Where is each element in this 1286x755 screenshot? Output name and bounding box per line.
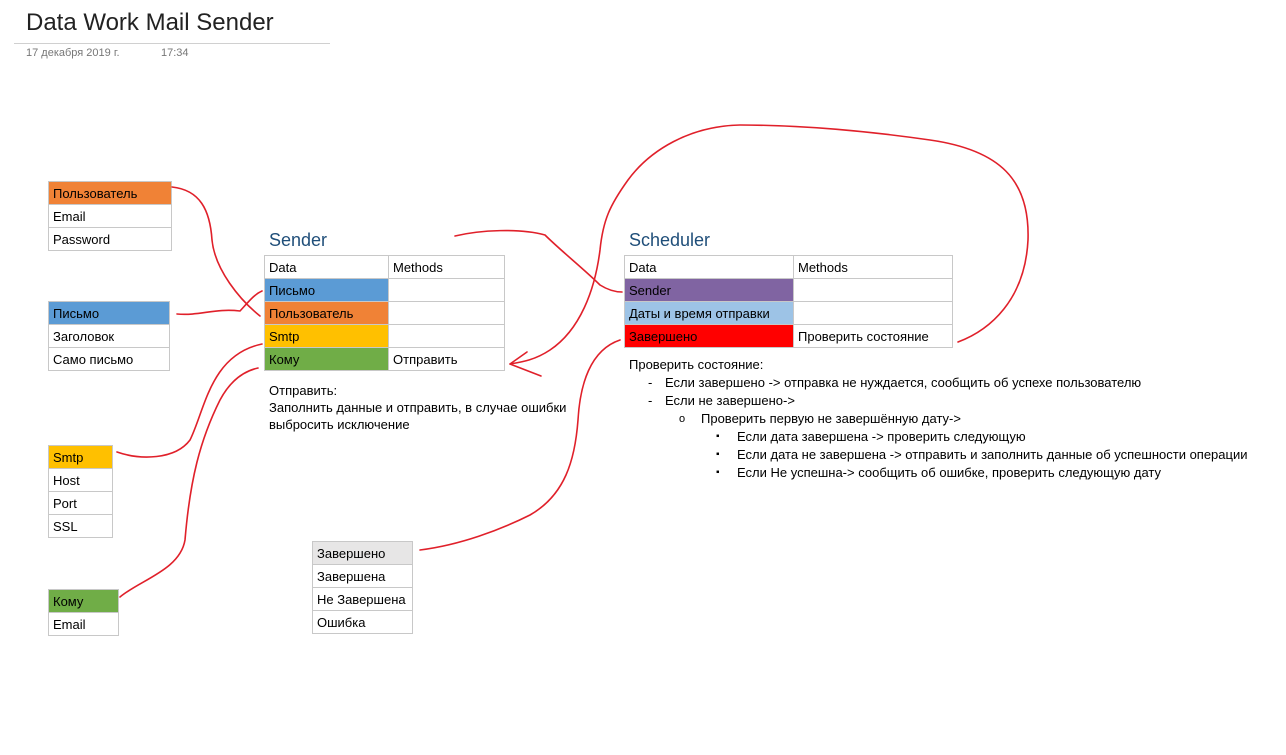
sender-description: Отправить: Заполнить данные и отправить,… [269,382,566,433]
to-box-row: Email [48,612,119,636]
scheduler-method-cell: Проверить состояние [793,324,953,348]
smtp-box-header: Smtp [48,445,113,469]
smtp-box: Smtp Host Port SSL [48,445,113,538]
notes-item: Если завершено -> отправка не нуждается,… [665,375,1142,390]
status-box-header: Завершено [312,541,413,565]
sender-method-cell: Отправить [388,347,505,371]
sender-description-line: Отправить: [269,383,338,398]
status-box-row: Не Завершена [312,587,413,611]
connector-arrowhead [509,351,542,377]
letter-box-row: Заголовок [48,324,170,348]
connector-loop [509,124,1029,365]
page-title: Data Work Mail Sender [26,9,274,36]
scheduler-data-cell: Даты и время отправки [624,301,794,325]
notes-heading: Проверить состояние: [629,357,764,372]
scheduler-col-methods: Methods [793,255,953,279]
title-divider [14,43,330,44]
status-box: Завершено Завершена Не Завершена Ошибка [312,541,413,634]
circle-bullet: o [679,413,686,425]
connector-to [119,367,259,598]
connector-sender-scheduler [454,229,623,293]
sender-heading: Sender [269,230,328,250]
sender-method-cell [388,324,505,348]
dash-bullet: - [648,375,653,390]
status-box-row: Завершена [312,564,413,588]
notes-subsubitem: Если дата не завершена -> отправить и за… [737,447,1248,462]
dash-bullet: - [648,393,653,408]
square-bullet: ▪ [716,449,720,460]
scheduler-data-cell: Завершено [624,324,794,348]
sender-data-cell: Кому [264,347,389,371]
notes-subsubitem: Если дата завершена -> проверить следующ… [737,429,1026,444]
notes-subitem: Проверить первую не завершённую дату-> [701,411,961,426]
connector-user [171,186,261,317]
connector-smtp [116,343,263,458]
connector-letter [176,290,263,316]
square-bullet: ▪ [716,467,720,478]
square-bullet: ▪ [716,431,720,442]
sender-description-line: выбросить исключение [269,417,410,432]
sender-data-cell: Письмо [264,278,389,302]
scheduler-col-data: Data [624,255,794,279]
letter-box-row: Само письмо [48,347,170,371]
sender-data-cell: Smtp [264,324,389,348]
smtp-box-row: SSL [48,514,113,538]
to-box: Кому Email [48,589,119,636]
scheduler-heading: Scheduler [629,230,711,250]
to-box-header: Кому [48,589,119,613]
page-time: 17:34 [161,47,189,59]
status-box-row: Ошибка [312,610,413,634]
sender-description-line: Заполнить данные и отправить, в случае о… [269,400,567,415]
user-box-row: Email [48,204,172,228]
scheduler-table: Data Methods Sender Даты и время отправк… [624,255,953,348]
page-date: 17 декабря 2019 г. [26,47,120,59]
sender-table: Data Methods Письмо Пользователь Smtp Ко… [264,255,505,371]
connector-status [419,339,621,551]
letter-box: Письмо Заголовок Само письмо [48,301,170,371]
notes-item: Если не завершено-> [665,393,795,408]
sender-data-cell: Пользователь [264,301,389,325]
notes-subsubitem: Если Не успешна-> сообщить об ошибке, пр… [737,465,1162,480]
user-box: Пользователь Email Password [48,181,172,251]
smtp-box-row: Host [48,468,113,492]
user-box-row: Password [48,227,172,251]
user-box-header: Пользователь [48,181,172,205]
